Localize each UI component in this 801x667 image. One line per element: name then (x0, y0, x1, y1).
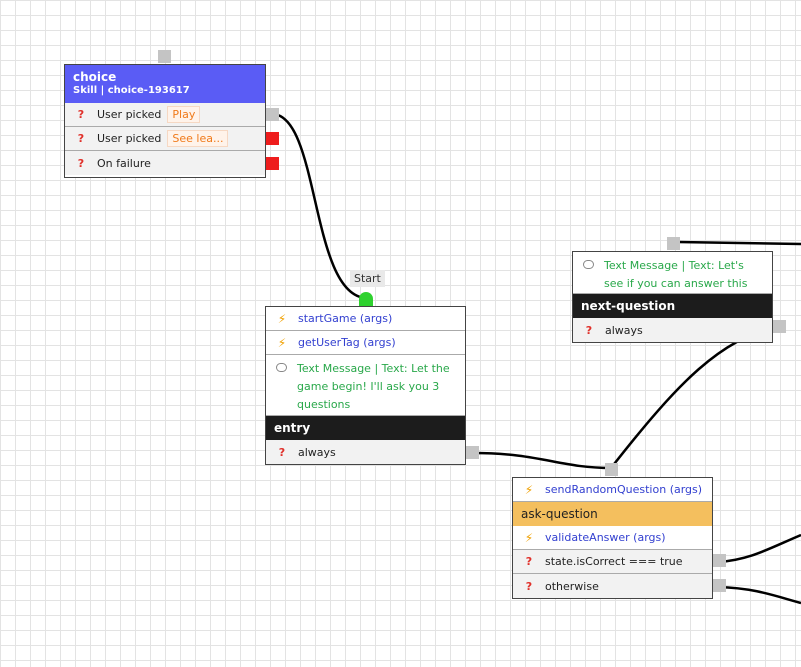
choice-input-port[interactable] (158, 50, 171, 63)
next-question-condition-always[interactable]: ? always (573, 318, 772, 342)
condition-label: On failure (97, 156, 151, 170)
action-label: getUserTag (args) (298, 336, 396, 349)
ask-question-condition-otherwise[interactable]: ? otherwise (513, 574, 712, 598)
lightning-icon: ⚡ (524, 530, 534, 545)
entry-start-port[interactable] (359, 292, 373, 306)
condition-label: always (605, 323, 643, 337)
choice-on-failure-output-port[interactable] (266, 157, 279, 170)
entry-always-output-port[interactable] (466, 446, 479, 459)
choice-condition-see-leaderboard[interactable]: ? User picked See lea... (65, 127, 265, 151)
choice-play-output-port[interactable] (266, 108, 279, 121)
chat-bubble-icon (583, 260, 594, 269)
next-question-always-output-port[interactable] (773, 320, 786, 333)
wire-entry-to-ask-question (472, 451, 612, 470)
choice-condition-play[interactable]: ? User picked Play (65, 103, 265, 127)
choice-node[interactable]: choice Skill | choice-193617 ? User pick… (64, 64, 266, 178)
entry-text-message[interactable]: Text Message | Text: Let the game begin!… (266, 355, 465, 416)
ask-question-input-port[interactable] (605, 463, 618, 476)
message-text: Text Message | Text: Let the game begin!… (297, 362, 450, 411)
question-mark-icon: ? (278, 445, 286, 459)
choice-condition-on-failure[interactable]: ? On failure (65, 151, 265, 175)
condition-label: User picked (97, 132, 162, 145)
question-mark-icon: ? (585, 323, 593, 337)
question-mark-icon: ? (77, 156, 85, 170)
ask-question-condition-correct[interactable]: ? state.isCorrect === true (513, 550, 712, 574)
next-question-node-title: next-question (573, 294, 772, 318)
question-mark-icon: ? (77, 132, 85, 145)
action-start-game[interactable]: ⚡ startGame (args) (266, 307, 465, 331)
condition-label: User picked (97, 108, 162, 121)
condition-label: otherwise (545, 579, 599, 593)
next-question-text-message[interactable]: Text Message | Text: Let's see if you ca… (573, 252, 772, 294)
message-text: Text Message | Text: Let's see if you ca… (604, 259, 748, 290)
choice-title: choice (73, 70, 117, 84)
next-question-input-port[interactable] (667, 237, 680, 250)
action-label: validateAnswer (args) (545, 531, 666, 544)
question-mark-icon: ? (525, 555, 533, 568)
next-question-node[interactable]: Text Message | Text: Let's see if you ca… (572, 251, 773, 343)
action-get-user-tag[interactable]: ⚡ getUserTag (args) (266, 331, 465, 355)
ask-question-correct-output-port[interactable] (713, 554, 726, 567)
action-label: sendRandomQuestion (args) (545, 483, 703, 496)
ask-question-node[interactable]: ⚡ sendRandomQuestion (args) ask-question… (512, 477, 713, 599)
action-validate-answer[interactable]: ⚡ validateAnswer (args) (513, 526, 712, 550)
condition-label: state.isCorrect === true (545, 555, 683, 568)
wire-ask-to-next-question (610, 324, 779, 469)
lightning-icon: ⚡ (277, 311, 287, 326)
lightning-icon: ⚡ (277, 335, 287, 350)
choice-subtitle: Skill | choice-193617 (73, 85, 190, 96)
entry-node[interactable]: ⚡ startGame (args) ⚡ getUserTag (args) T… (265, 306, 466, 465)
start-label: Start (350, 270, 385, 287)
choice-header: choice Skill | choice-193617 (65, 65, 265, 103)
entry-condition-always[interactable]: ? always (266, 440, 465, 464)
action-label: startGame (args) (298, 312, 393, 325)
ask-question-otherwise-output-port[interactable] (713, 579, 726, 592)
question-mark-icon: ? (525, 579, 533, 593)
action-send-random-question[interactable]: ⚡ sendRandomQuestion (args) (513, 478, 712, 502)
condition-label: always (298, 445, 336, 459)
entry-node-title: entry (266, 416, 465, 440)
chat-bubble-icon (276, 363, 287, 372)
question-mark-icon: ? (77, 108, 85, 121)
wire-otherwise-out (717, 585, 801, 605)
choice-see-leaderboard-output-port[interactable] (266, 132, 279, 145)
wire-next-question-out (677, 240, 801, 246)
wire-correct-out (717, 533, 801, 564)
ask-question-node-title: ask-question (513, 502, 712, 526)
lightning-icon: ⚡ (524, 482, 534, 497)
choice-tag-play: Play (167, 106, 201, 123)
choice-tag-see-leaderboard: See lea... (167, 130, 229, 147)
